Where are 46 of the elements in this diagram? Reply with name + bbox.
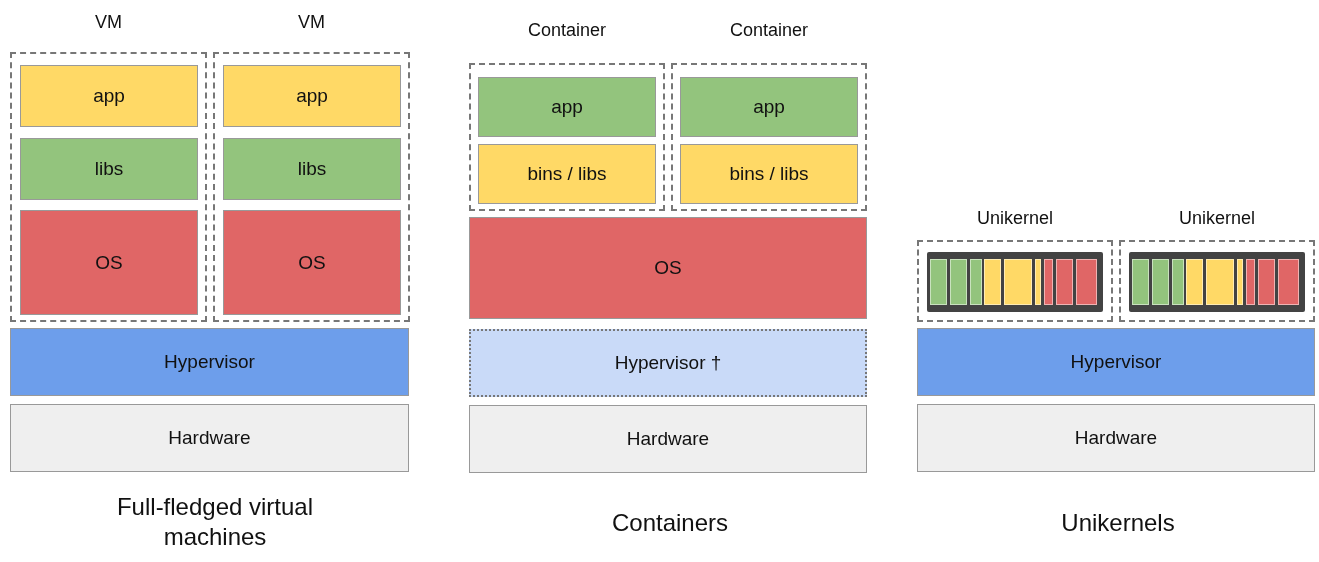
- layer-block: bins / libs: [680, 144, 858, 204]
- unikernel-strip: [927, 252, 1103, 312]
- frame-heading: Unikernel: [975, 208, 1054, 229]
- layer-block: app: [680, 77, 858, 137]
- layer-block: libs: [223, 138, 401, 200]
- layer-block: OS: [20, 210, 198, 315]
- layer-block: libs: [20, 138, 198, 200]
- strip-segment: [1152, 259, 1169, 305]
- layer-block: OS: [469, 217, 867, 319]
- layer-block: app: [478, 77, 656, 137]
- strip-segment: [1278, 259, 1299, 305]
- unikernel-strip: [1129, 252, 1305, 312]
- layer-block: Hardware: [10, 404, 409, 472]
- strip-segment: [1035, 259, 1041, 305]
- layer-block: Hypervisor: [917, 328, 1315, 396]
- strip-segment: [1044, 259, 1053, 305]
- frame-heading: Unikernel: [1177, 208, 1256, 229]
- layer-block: Hypervisor: [10, 328, 409, 396]
- column-caption: Unikernels: [1060, 508, 1176, 538]
- strip-segment: [1172, 259, 1184, 305]
- layer-block: app: [223, 65, 401, 127]
- strip-segment: [970, 259, 982, 305]
- layer-block: app: [20, 65, 198, 127]
- strip-segment: [984, 259, 1001, 305]
- strip-segment: [1246, 259, 1255, 305]
- strip-segment: [950, 259, 967, 305]
- strip-segment: [1056, 259, 1073, 305]
- strip-segment: [1237, 259, 1243, 305]
- layer-block: Hardware: [469, 405, 867, 473]
- column-caption: Full-fledged virtual machines: [115, 492, 315, 552]
- strip-segment: [1076, 259, 1097, 305]
- frame-heading: VM: [297, 12, 326, 33]
- strip-segment: [1004, 259, 1032, 305]
- layer-block: Hypervisor †: [469, 329, 867, 397]
- strip-segment: [1206, 259, 1234, 305]
- strip-segment: [1132, 259, 1149, 305]
- frame-heading: VM: [94, 12, 123, 33]
- column-caption: Containers: [610, 508, 730, 538]
- layer-block: bins / libs: [478, 144, 656, 204]
- frame-heading: Container: [526, 20, 607, 41]
- strip-segment: [930, 259, 947, 305]
- strip-segment: [1186, 259, 1203, 305]
- strip-segment: [1258, 259, 1275, 305]
- frame-heading: Container: [728, 20, 809, 41]
- layer-block: OS: [223, 210, 401, 315]
- layer-block: Hardware: [917, 404, 1315, 472]
